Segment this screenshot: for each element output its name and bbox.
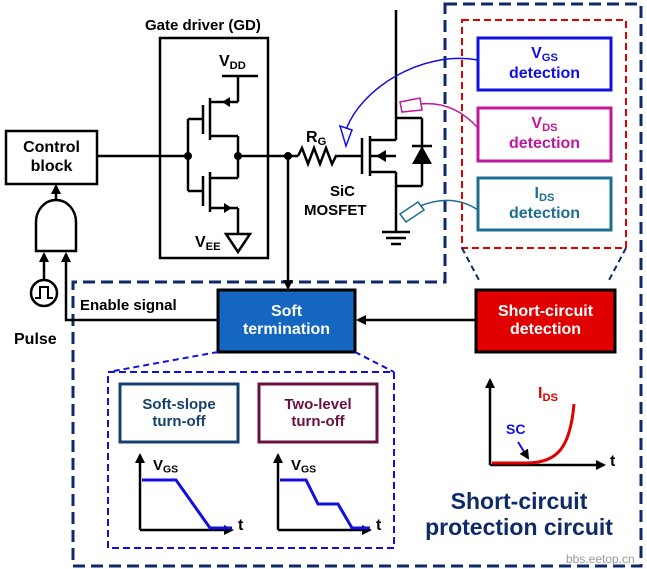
sc-arrow xyxy=(517,441,530,460)
protection-boundary xyxy=(71,2,643,568)
pmos-arrow-icon xyxy=(222,97,230,107)
mosfet-label-2: MOSFET xyxy=(304,202,367,219)
sic-mosfet-symbol xyxy=(355,10,432,232)
trapezoid-left xyxy=(461,247,481,283)
pulse-label: Pulse xyxy=(14,331,57,348)
two-level-box xyxy=(257,382,379,444)
soft-termination-box xyxy=(216,288,357,354)
gate-driver-box xyxy=(158,36,270,260)
enable-signal-label: Enable signal xyxy=(80,297,177,314)
vgs-probe-icon xyxy=(338,124,353,149)
two-level-t-axis-label: t xyxy=(376,517,382,534)
junction-gd-input xyxy=(184,152,192,160)
wire-enable-to-and xyxy=(61,252,218,322)
and-gate-icon xyxy=(34,198,78,253)
gate-resistor-icon xyxy=(296,144,355,168)
soft-slope-vgs-axis-label: VGS xyxy=(153,457,179,476)
gate-driver-transistors xyxy=(186,74,258,234)
watermark: bbs.eetop.cn xyxy=(566,552,635,566)
vds-sense-line xyxy=(419,102,479,129)
ids-plot xyxy=(485,378,606,470)
ids-plot-t-axis-label: t xyxy=(610,453,616,470)
ground-icon xyxy=(382,230,410,246)
trap-soft-left xyxy=(107,351,219,373)
two-level-waveform xyxy=(280,478,370,530)
ids-probe-icon xyxy=(398,200,426,224)
gate-driver-title: Gate driver (GD) xyxy=(145,17,261,34)
vdd-label: VDD xyxy=(219,53,246,72)
vee-label: VEE xyxy=(195,234,221,253)
body-diode-icon xyxy=(412,146,432,164)
ids-plot-label: IDS xyxy=(538,385,558,404)
junction-gd-output xyxy=(234,152,242,160)
pulse-source-circle xyxy=(29,278,59,308)
trap-soft-right xyxy=(354,351,395,373)
ids-sense-line xyxy=(419,199,479,211)
pulse-waveform-icon xyxy=(35,286,53,299)
sc-label: SC xyxy=(506,421,526,437)
two-level-plot xyxy=(273,453,372,535)
trapezoid-right xyxy=(607,247,627,283)
ids-detection-box xyxy=(476,176,613,232)
mosfet-label-1: SiC xyxy=(330,183,356,200)
vds-probe-icon xyxy=(399,97,423,113)
rg-label: RG xyxy=(306,129,327,148)
vgs-detection-box xyxy=(476,36,613,92)
ids-rise-curve xyxy=(492,403,576,465)
vgs-sense-line xyxy=(345,57,479,131)
soft-slope-box xyxy=(118,382,240,444)
soft-slope-plot xyxy=(135,453,234,535)
detection-group-box xyxy=(461,19,627,249)
two-level-vgs-axis-label: VGS xyxy=(291,457,317,476)
short-circuit-detection-box xyxy=(474,288,617,354)
vee-symbol-icon xyxy=(223,232,253,255)
vds-detection-box xyxy=(476,106,613,163)
turnoff-modes-box xyxy=(107,371,395,549)
soft-slope-t-axis-label: t xyxy=(238,517,244,534)
soft-slope-waveform xyxy=(142,478,232,530)
nmos-arrow-icon xyxy=(224,203,232,213)
